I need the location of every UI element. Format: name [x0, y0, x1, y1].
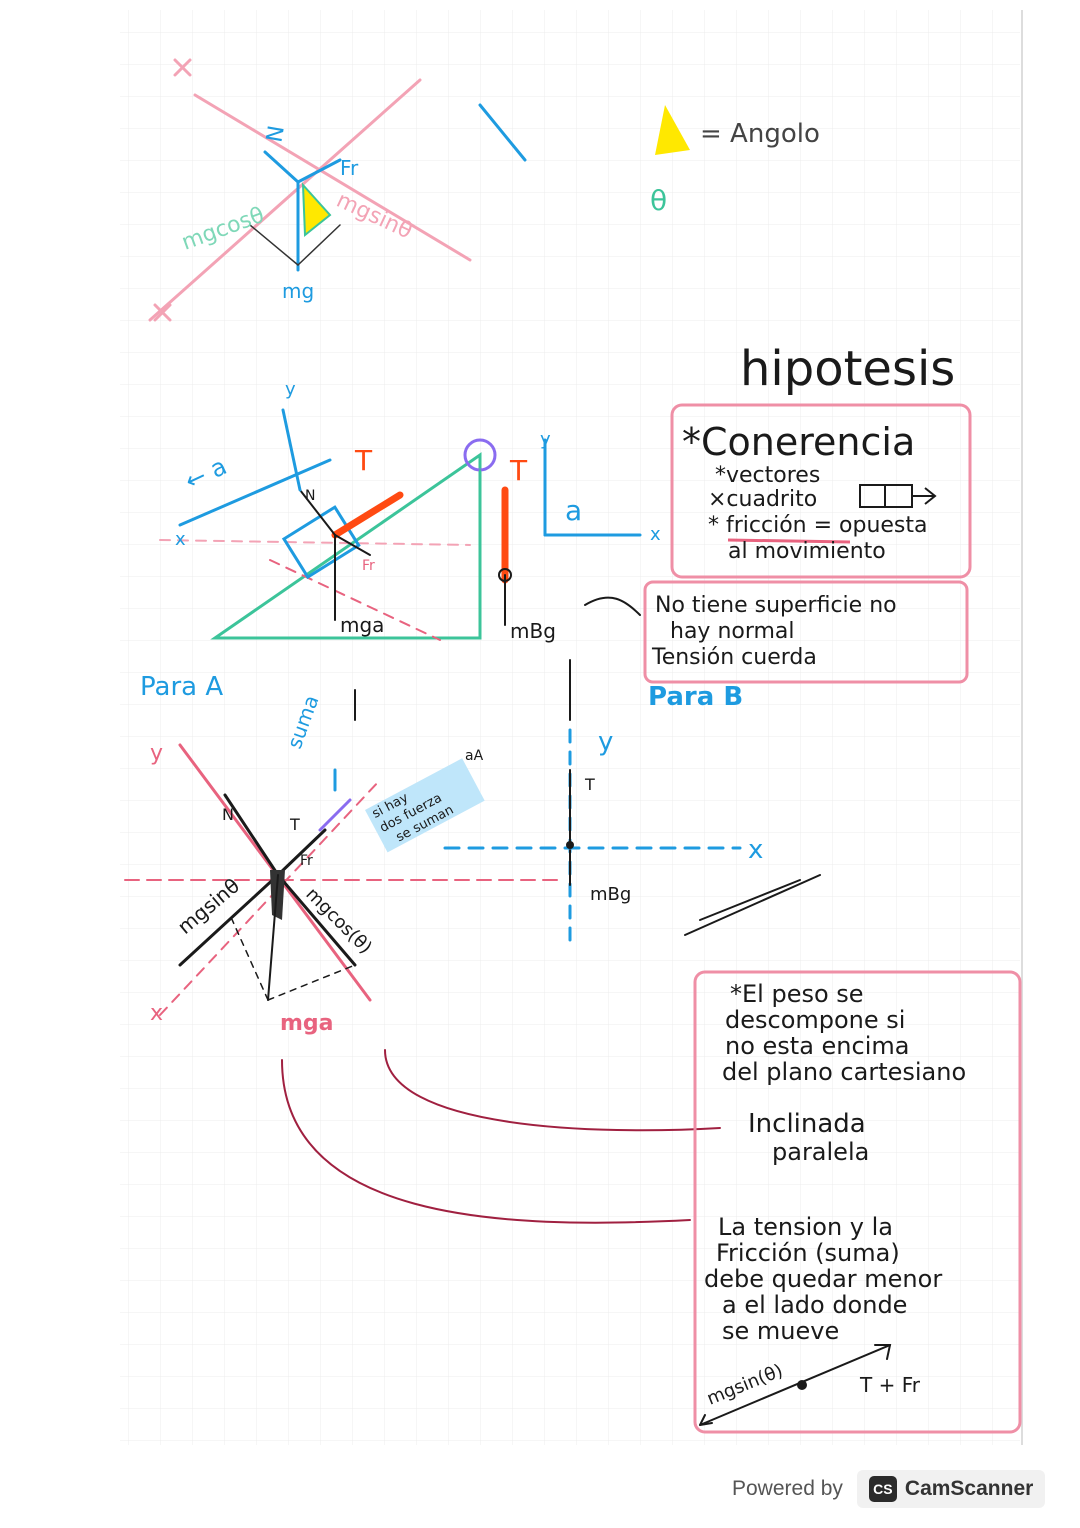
fbd-a-y-label: y — [150, 741, 163, 766]
camscanner-badge: CS CamScanner — [856, 1470, 1046, 1508]
axis-y-label: y — [285, 379, 296, 400]
weight-note-line: *El peso se — [730, 980, 864, 1008]
note-box-bottom — [693, 970, 1022, 1434]
accel-b-label: a — [565, 494, 582, 527]
fbd-a-diagram — [124, 689, 721, 1224]
theta-symbol: θ — [650, 184, 667, 217]
fbd-a-tension-label: T — [289, 815, 300, 834]
hypothesis-item: al movimiento — [728, 539, 886, 564]
weight-note-line: descompone si — [725, 1006, 905, 1034]
para-a-label: Para A — [140, 672, 223, 702]
weight-note-line: del plano cartesiano — [722, 1058, 966, 1086]
note-b-line: No tiene superficie no — [655, 593, 897, 618]
axis-y-label: y — [540, 429, 551, 450]
fbd-b-weight-label: mBg — [590, 884, 631, 905]
tension-note-line: debe quedar menor — [704, 1265, 942, 1293]
inclined-note-line: Inclinada — [748, 1109, 866, 1139]
mini-tfr-label: T + Fr — [859, 1373, 921, 1397]
hypothesis-box — [670, 403, 972, 579]
camscanner-logo-icon: CS — [868, 1476, 897, 1502]
note-box-b — [643, 580, 969, 684]
weight-b-label: mBg — [510, 619, 556, 643]
inclined-note-line: paralela — [772, 1138, 869, 1166]
axis-x-label: x — [175, 529, 186, 550]
para-b-label: Para B — [648, 682, 743, 712]
powered-by-label: Powered by — [732, 1477, 843, 1500]
grid-paper — [120, 10, 1020, 1445]
weight-note-line: no esta encima — [725, 1032, 909, 1060]
tension-note-line: a el lado donde — [722, 1291, 907, 1319]
camscanner-footer: Powered by CS CamScanner — [732, 1468, 1046, 1510]
top-force-diagram — [148, 58, 527, 322]
normal-label: N — [305, 488, 315, 504]
tension-label: T — [354, 444, 373, 477]
hypothesis-item: * fricción = opuesta — [708, 513, 928, 538]
fbd-b-diagram — [443, 659, 821, 952]
fbd-a-normal-label: N — [222, 805, 234, 824]
tension-note-line: La tension y la — [718, 1213, 893, 1241]
fbd-a-weight-label: mga — [280, 1011, 334, 1036]
axis-x-label: x — [650, 524, 661, 545]
note-b-line: Tensión cuerda — [651, 645, 817, 670]
note-b-line: hay normal — [670, 619, 795, 644]
incline-diagram — [159, 408, 642, 641]
mini-force-diagram — [699, 1344, 892, 1426]
hypothesis-heading: *Conerencia — [682, 420, 915, 464]
friccion-underline — [727, 538, 851, 544]
fbd-b-y-label: y — [598, 727, 613, 757]
weight-label: mg — [282, 279, 314, 303]
fbd-b-x-label: x — [748, 835, 763, 865]
angle-legend-label: = Angolo — [700, 119, 820, 149]
tension-label: T — [509, 454, 528, 487]
fbd-b-tension-label: T — [584, 775, 595, 794]
friction-label: Fr — [340, 156, 359, 180]
cuadrito-arrow-icon — [859, 484, 937, 508]
hypothesis-item: ×cuadrito — [708, 487, 817, 512]
fbd-a-friction-label: Fr — [300, 853, 313, 869]
normal-label: N — [262, 124, 289, 145]
fbd-a-accel-label: aA — [465, 748, 484, 764]
camscanner-brand: CamScanner — [904, 1477, 1034, 1500]
tension-note-line: Fricción (suma) — [716, 1239, 900, 1267]
tension-note-line: se mueve — [722, 1317, 839, 1345]
fbd-a-x-label: x — [150, 1001, 163, 1026]
page-title: hipotesis — [740, 341, 955, 397]
weight-a-label: mga — [340, 613, 384, 637]
angle-swatch-icon — [655, 105, 690, 155]
friction-label: Fr — [362, 558, 375, 574]
hypothesis-item: *vectores — [715, 463, 820, 488]
